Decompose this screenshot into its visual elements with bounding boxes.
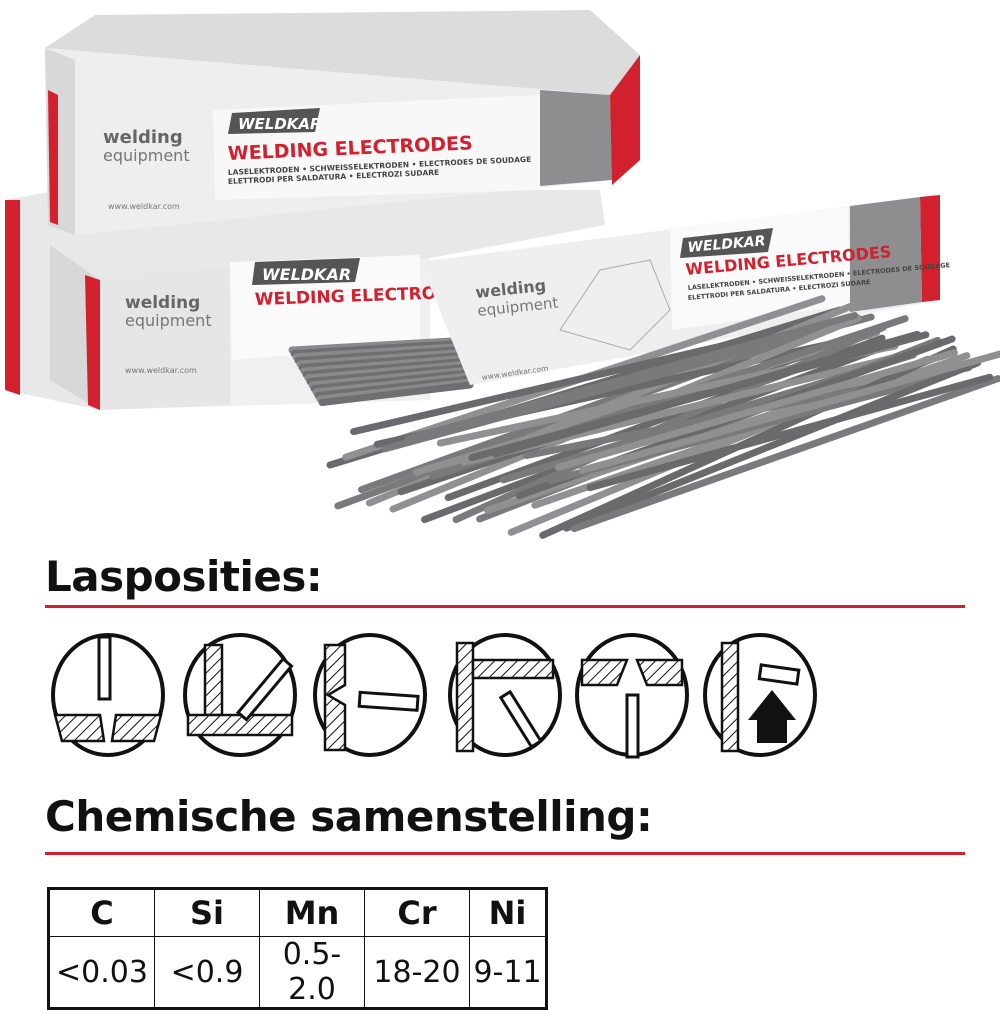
electrode-box-top: WELDKAR WELDING ELECTRODES LASELEKTRODEN… xyxy=(45,10,640,235)
value-si: <0.9 xyxy=(154,936,260,1009)
electrode-box-open: WELDKAR WELDING ELECTRODES LASELEKTRODEN… xyxy=(420,195,950,385)
welding-positions xyxy=(51,633,817,759)
overhead-position-icon xyxy=(575,633,689,759)
website-text: www.weldkar.com xyxy=(125,366,197,375)
value-ni: 9-11 xyxy=(469,936,547,1009)
header-c: C xyxy=(48,888,155,937)
horizontal-vertical-fillet-icon xyxy=(183,633,297,757)
electrode-rod xyxy=(586,373,994,492)
composition-table: C Si Mn Cr Ni <0.03 <0.9 0.5-2.0 18-20 9… xyxy=(47,887,548,1010)
value-c: <0.03 xyxy=(48,936,155,1009)
electrode-rod xyxy=(578,350,1000,474)
overhead-fillet-icon xyxy=(448,633,562,757)
electrode-box-middle: WELDKAR WELDING ELECTRODES welding equip… xyxy=(5,190,605,410)
electrode-rods xyxy=(288,336,474,406)
tagline-light: equipment xyxy=(125,311,212,330)
electrode-rod xyxy=(350,320,820,436)
brand-logo: WELDKAR xyxy=(238,115,322,133)
value-mn: 0.5-2.0 xyxy=(259,936,365,1009)
website-text: www.weldkar.com xyxy=(108,202,180,211)
table-row: <0.03 <0.9 0.5-2.0 18-20 9-11 xyxy=(48,936,547,1009)
divider xyxy=(45,852,965,855)
electrode-rod xyxy=(381,313,875,453)
tagline-light: equipment xyxy=(103,146,190,165)
composition-heading: Chemische samenstelling: xyxy=(45,792,653,841)
tagline-bold: welding xyxy=(103,127,183,148)
electrode-rod xyxy=(452,323,887,524)
vertical-up-position-icon xyxy=(703,633,817,757)
electrode-rod xyxy=(562,359,982,532)
table-header-row: C Si Mn Cr Ni xyxy=(48,888,547,937)
divider xyxy=(45,605,965,608)
product-photo: WELDKAR WELDING ELECTRODES welding equip… xyxy=(5,10,1000,539)
brand-logo: WELDKAR xyxy=(687,233,766,256)
electrode-rod xyxy=(318,381,474,406)
brand-logo: WELDKAR xyxy=(262,265,351,284)
value-cr: 18-20 xyxy=(364,936,470,1009)
header-cr: Cr xyxy=(364,888,470,937)
header-ni: Ni xyxy=(469,888,547,937)
tagline-bold: welding xyxy=(125,293,200,313)
electrode-rod xyxy=(554,349,958,471)
electrode-rod xyxy=(570,375,1000,533)
flat-position-icon xyxy=(51,633,165,757)
header-mn: Mn xyxy=(259,888,365,937)
electrode-rods-front xyxy=(326,295,1000,539)
horizontal-position-icon xyxy=(313,633,427,757)
header-si: Si xyxy=(154,888,260,937)
electrode-rod xyxy=(491,330,921,458)
electrode-rod xyxy=(405,311,859,443)
arrow-up-icon xyxy=(748,690,796,743)
positions-heading: Lasposities: xyxy=(45,552,323,601)
